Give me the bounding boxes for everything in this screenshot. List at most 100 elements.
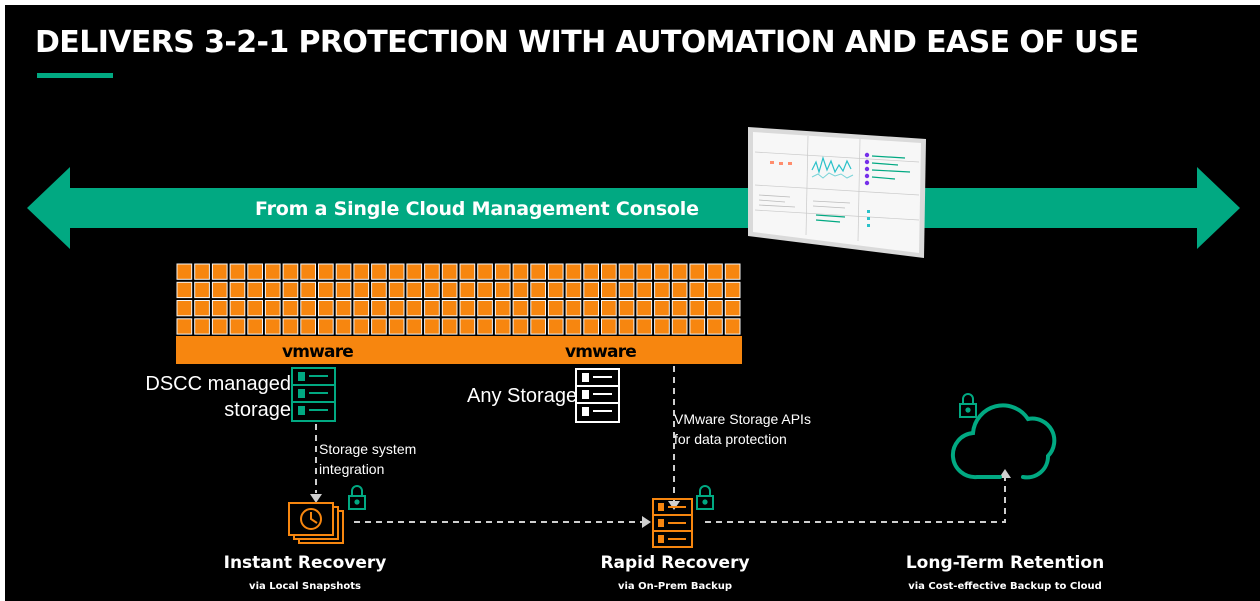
vm-cell <box>494 281 511 299</box>
stage-subtitle: via Cost-effective Backup to Cloud <box>908 581 1102 592</box>
backup-server-icon <box>652 498 693 548</box>
vm-cell <box>194 318 210 335</box>
vm-cell <box>530 281 546 299</box>
vm-cell <box>441 263 458 280</box>
vm-cell <box>282 281 299 299</box>
vm-cell <box>689 263 706 280</box>
vm-cell <box>371 300 387 317</box>
vm-cell <box>477 300 493 317</box>
vm-cell <box>300 318 316 335</box>
vm-cell <box>388 263 405 280</box>
vm-cell <box>689 318 706 335</box>
vm-cell <box>353 281 370 299</box>
double-arrow <box>27 167 1240 249</box>
vm-cell <box>441 318 458 335</box>
storage-integration-line2: integration <box>319 461 385 477</box>
vm-cell <box>211 318 228 335</box>
vmware-apis-line1: VMware Storage APIs <box>674 411 811 427</box>
vm-cell <box>618 281 635 299</box>
vm-cell <box>335 263 352 280</box>
stage-instant-recovery: Instant Recovery via Local Snapshots <box>155 553 455 592</box>
vm-cell <box>300 263 316 280</box>
vm-cell <box>565 300 582 317</box>
vm-cell <box>636 318 653 335</box>
vm-cell <box>601 300 617 317</box>
vm-cell <box>282 318 299 335</box>
vm-cell <box>371 263 387 280</box>
stage-title: Long-Term Retention <box>905 553 1105 573</box>
vm-cell <box>618 318 635 335</box>
vm-cell <box>724 318 741 335</box>
vm-cell <box>671 263 688 280</box>
cloud-icon <box>950 403 1057 480</box>
dscc-storage-label-line2: storage <box>224 399 291 421</box>
vm-cell <box>424 281 440 299</box>
stage-long-term-retention: Long-Term Retention via Cost-effective B… <box>855 553 1155 592</box>
vm-cell <box>671 281 688 299</box>
vm-cell <box>689 281 706 299</box>
vm-cell <box>671 300 688 317</box>
vm-cell <box>353 300 370 317</box>
vmware-apis-label: VMware Storage APIs for data protection <box>674 409 811 449</box>
vm-cell <box>707 318 723 335</box>
vm-cell <box>424 300 440 317</box>
dscc-storage-label-line1: DSCC managed <box>145 373 291 395</box>
stage-rapid-recovery: Rapid Recovery via On-Prem Backup <box>525 553 825 592</box>
vm-cell <box>318 281 334 299</box>
vm-cell <box>671 318 688 335</box>
vm-cell <box>459 300 476 317</box>
vm-cell <box>371 318 387 335</box>
vm-cell <box>547 263 564 280</box>
vm-cell <box>707 300 723 317</box>
vm-cell <box>318 318 334 335</box>
vm-cell <box>512 300 529 317</box>
vm-cell <box>636 300 653 317</box>
console-screenshot <box>748 127 926 258</box>
vm-cell <box>194 300 210 317</box>
vm-cell <box>247 281 264 299</box>
vm-cell <box>724 300 741 317</box>
vm-cell <box>547 281 564 299</box>
diagram-graphics <box>27 127 1240 548</box>
vm-cell <box>353 263 370 280</box>
dscc-storage-label: DSCC managed storage <box>123 371 291 423</box>
vm-cell <box>547 300 564 317</box>
vm-cell <box>211 300 228 317</box>
vm-cell <box>424 318 440 335</box>
vm-cell <box>441 300 458 317</box>
vm-cell <box>300 300 316 317</box>
vm-cell <box>194 281 210 299</box>
vm-cell <box>194 263 210 280</box>
lock-icon <box>696 485 714 510</box>
vm-cell <box>300 281 316 299</box>
vm-cell <box>211 281 228 299</box>
vm-cell <box>512 263 529 280</box>
stage-subtitle: via Local Snapshots <box>249 581 361 592</box>
vm-cell <box>459 318 476 335</box>
vm-cell <box>176 263 193 280</box>
vm-cell <box>229 318 246 335</box>
vm-cell <box>583 300 599 317</box>
vm-cell <box>318 300 334 317</box>
vm-cell <box>654 318 670 335</box>
vm-cell <box>424 263 440 280</box>
vm-cell <box>565 318 582 335</box>
vm-cell <box>229 281 246 299</box>
vm-cell <box>565 263 582 280</box>
vm-cell <box>512 318 529 335</box>
vm-cell <box>494 318 511 335</box>
clock-snapshot-icon <box>288 502 344 544</box>
vmware-bar-right <box>459 336 742 364</box>
vm-cell <box>229 300 246 317</box>
vmware-bar-left <box>176 336 459 364</box>
vm-cell <box>636 263 653 280</box>
vm-cell <box>335 300 352 317</box>
vm-cells-right <box>459 263 741 335</box>
vm-cell <box>724 281 741 299</box>
vm-cell <box>264 281 281 299</box>
vm-cell <box>654 281 670 299</box>
vm-cell <box>654 263 670 280</box>
vm-cell <box>176 281 193 299</box>
vm-cell <box>459 281 476 299</box>
storage-integration-line1: Storage system <box>319 441 417 457</box>
